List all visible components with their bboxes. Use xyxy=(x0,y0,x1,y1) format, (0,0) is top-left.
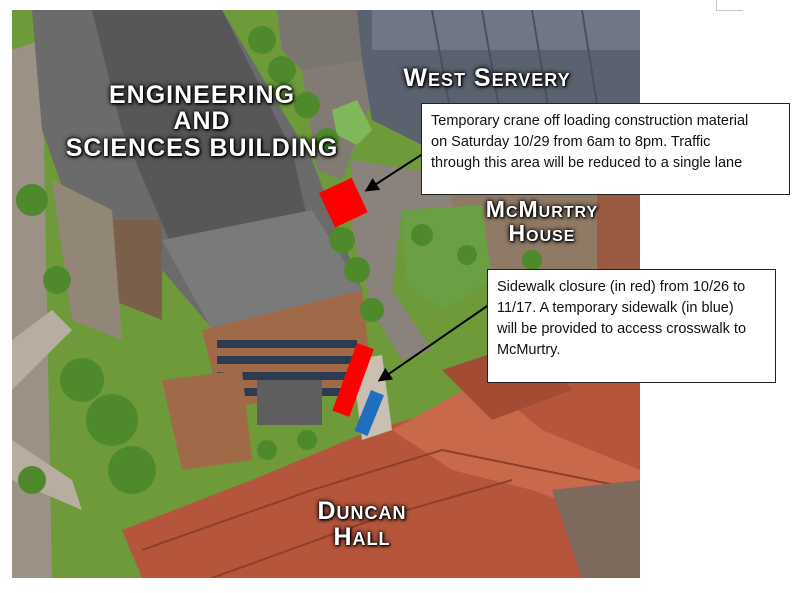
engineering-label-line-1: ENGINEERING xyxy=(108,81,296,109)
mcmurtry-label-line-1: McMurtry xyxy=(485,196,599,222)
left-walkway xyxy=(12,40,52,578)
sidewalk-callout-line-2: 11/17. A temporary sidewalk (in blue) xyxy=(497,300,734,316)
engineering-building-label: ENGINEERING AND SCIENCES BUILDING xyxy=(52,82,352,161)
sidewalk-callout-line-4: McMurtry. xyxy=(497,342,561,358)
esb-small-block xyxy=(257,380,322,425)
path-bottom-left xyxy=(12,440,82,510)
crane-closure-marker xyxy=(319,177,368,228)
esb-roof-lower xyxy=(162,210,362,330)
traffic-island xyxy=(332,100,372,145)
duncan-label-line-1: Duncan xyxy=(317,497,407,525)
esb-annex xyxy=(162,370,252,470)
document-corner-mark xyxy=(716,0,743,11)
crane-callout-line-1: Temporary crane off loading construction… xyxy=(431,113,749,129)
west-servery-label: West Servery xyxy=(403,64,571,92)
duncan-roof-lines xyxy=(141,448,640,578)
duncan-label-line-2: Hall xyxy=(333,523,391,552)
sidewalk-callout-line-1: Sidewalk closure (in red) from 10/26 to xyxy=(497,279,746,295)
temporary-sidewalk-marker xyxy=(354,390,384,437)
crane-callout-line-2: on Saturday 10/29 from 6am to 8pm. Traff… xyxy=(431,134,711,150)
duncan-hall-label: Duncan Hall xyxy=(287,498,437,551)
sidewalk-callout-box: Sidewalk closure (in red) from 10/26 to … xyxy=(487,269,776,383)
sidewalk-callout-line-3: will be provided to access crosswalk to xyxy=(497,321,747,337)
west-servery-roof-top xyxy=(372,10,640,50)
duncan-tower xyxy=(552,480,640,578)
crane-callout-box: Temporary crane off loading construction… xyxy=(421,103,790,195)
engineering-label-line-2: AND xyxy=(173,107,231,136)
mcmurtry-house-label: McMurtry House xyxy=(457,197,627,245)
esb-side-wing xyxy=(112,220,162,320)
crane-callout-line-3: through this area will be reduced to a s… xyxy=(431,155,743,171)
path-left xyxy=(12,310,72,390)
engineering-label-line-3: SCIENCES BUILDING xyxy=(65,133,339,162)
road-top xyxy=(277,10,362,80)
esb-roof-tower xyxy=(92,10,312,270)
trees xyxy=(16,26,542,494)
sidewalk-closure-marker xyxy=(332,343,374,417)
esb-atrium xyxy=(52,180,122,340)
mcmurtry-label-line-2: House xyxy=(508,220,576,247)
